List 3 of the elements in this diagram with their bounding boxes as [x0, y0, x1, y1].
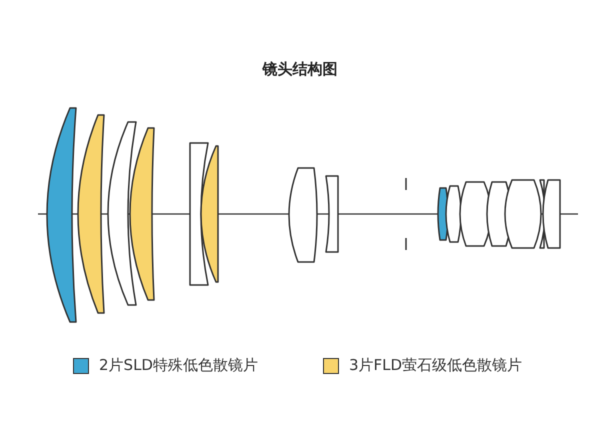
legend-label: 3片FLD萤石级低色散镜片	[349, 356, 522, 375]
diagram-title: 镜头结构图	[261, 60, 338, 79]
legend-label: 2片SLD特殊低色散镜片	[99, 356, 258, 375]
